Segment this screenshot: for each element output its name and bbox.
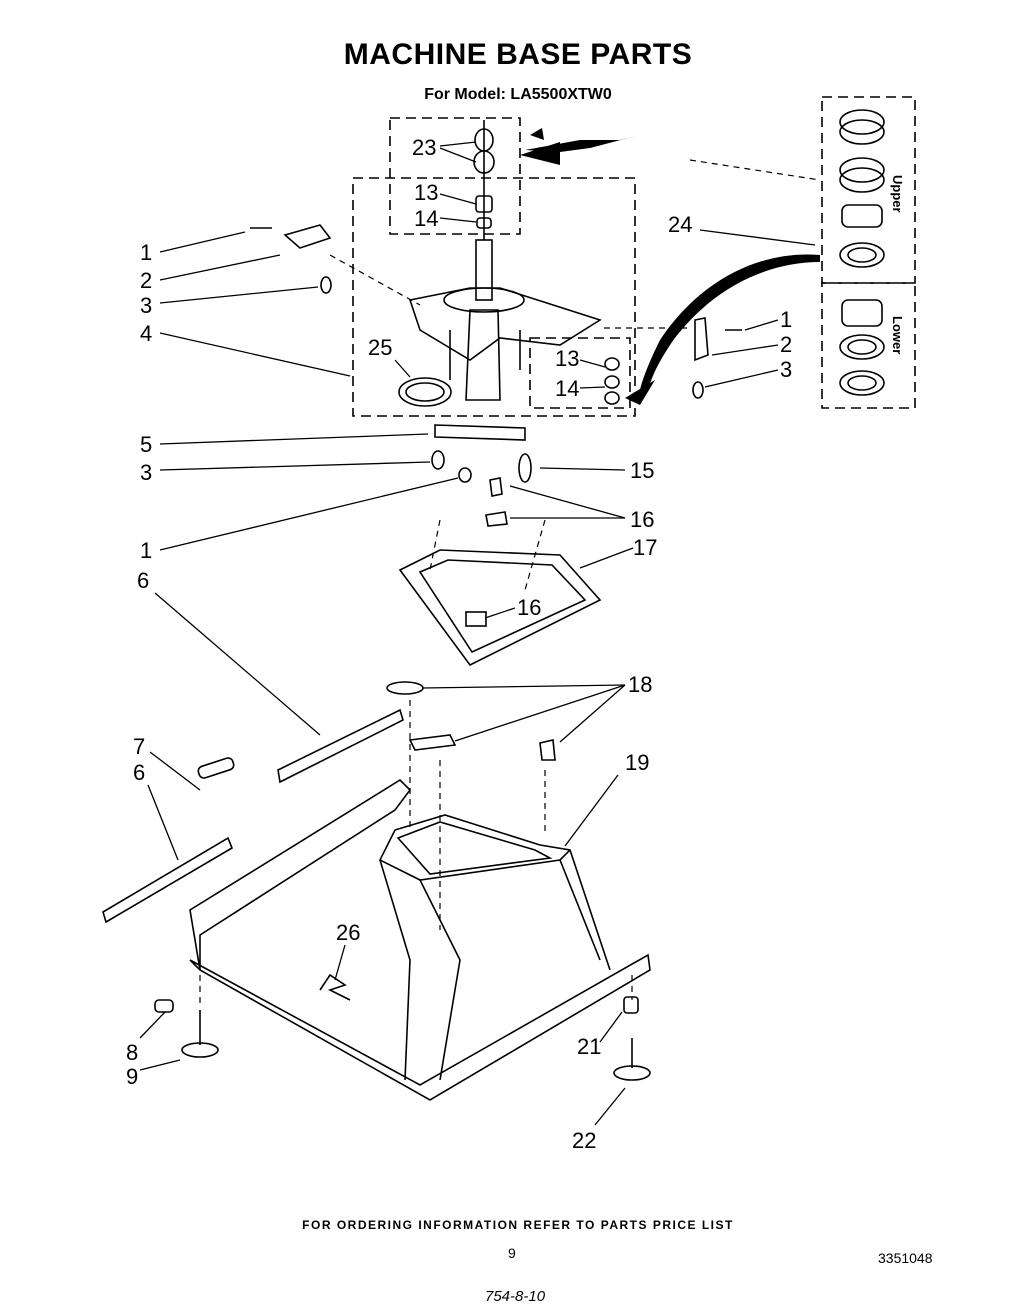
foot-right (613, 996, 651, 1081)
page-number: 9 (508, 1245, 516, 1261)
arrow-lower (640, 254, 820, 390)
callout-1c: 1 (780, 307, 792, 332)
bar-lower (102, 836, 233, 924)
callout-25: 25 (368, 335, 392, 360)
document-number: 3351048 (878, 1250, 933, 1266)
callout-6: 6 (137, 568, 149, 593)
callout-7: 7 (133, 734, 145, 759)
callout-14: 14 (414, 206, 438, 231)
ordering-note: FOR ORDERING INFORMATION REFER TO PARTS … (302, 1218, 734, 1232)
bar-upper (277, 708, 404, 784)
callout-5: 5 (140, 432, 152, 457)
callout-21: 21 (577, 1034, 601, 1059)
inset-upper-parts (839, 109, 885, 268)
callout-14b: 14 (555, 376, 579, 401)
callout-1b: 1 (140, 538, 152, 563)
callout-9: 9 (126, 1064, 138, 1089)
inset-lower-box (821, 282, 916, 409)
callout-18: 18 (628, 672, 652, 697)
handwritten-note: 754-8-10 (485, 1288, 546, 1305)
callout-26: 26 (336, 920, 360, 945)
hub-parts (398, 120, 620, 407)
spring-clip (434, 424, 526, 441)
callout-6b: 6 (133, 760, 145, 785)
callout-3: 3 (140, 293, 152, 318)
callout-2b: 2 (780, 332, 792, 357)
side-bearing-box (529, 337, 631, 409)
upper-bearing-box (389, 117, 521, 235)
callout-4: 4 (140, 321, 152, 346)
callout-19: 19 (625, 750, 649, 775)
callout-22: 22 (572, 1128, 596, 1153)
callout-17: 17 (633, 535, 657, 560)
callout-15: 15 (630, 458, 654, 483)
inset-lower-label: Lower (890, 316, 905, 354)
callout-8: 8 (126, 1040, 138, 1065)
callout-13b: 13 (555, 346, 579, 371)
callout-3c: 3 (780, 357, 792, 382)
callout-16: 16 (630, 507, 654, 532)
callout-3b: 3 (140, 460, 152, 485)
model-subtitle: For Model: LA5500XTW0 (424, 86, 612, 103)
bracket-left (283, 224, 332, 249)
inset-upper-label: Upper (890, 175, 905, 213)
callout-23: 23 (412, 135, 436, 160)
foot-left (154, 999, 219, 1058)
base-frame (189, 778, 651, 1101)
callout-1: 1 (140, 240, 152, 265)
inset-lower-parts (839, 299, 885, 396)
callout-13: 13 (414, 180, 438, 205)
inset-upper-box (821, 96, 916, 284)
hook (319, 973, 351, 1001)
page-title: MACHINE BASE PARTS (343, 38, 693, 71)
callout-16b: 16 (517, 595, 541, 620)
callout-labels: 1 2 3 4 5 3 1 6 7 6 8 9 23 13 14 25 24 1… (126, 135, 792, 1153)
hub-assembly-box (352, 177, 636, 417)
callout-2: 2 (140, 268, 152, 293)
callout-24: 24 (668, 212, 692, 237)
bracket-right (694, 317, 709, 362)
